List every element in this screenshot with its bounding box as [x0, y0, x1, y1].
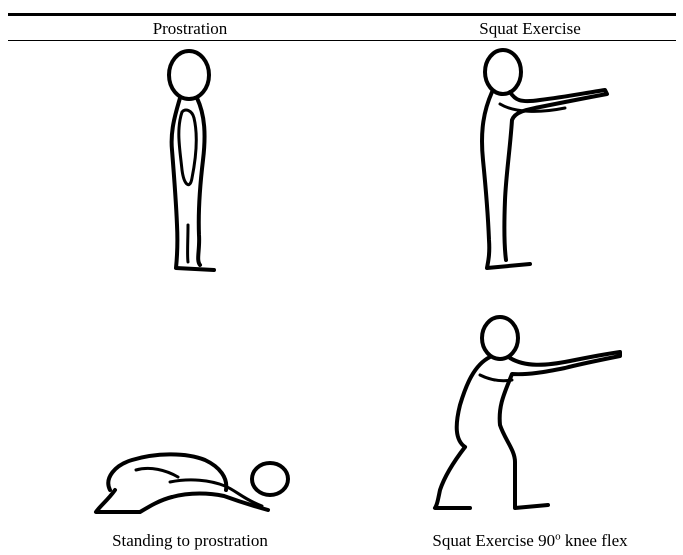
squat-90-degree-figure	[435, 317, 620, 508]
standing-figure	[169, 51, 214, 270]
caption-squat-main: Squat Exercise 90	[432, 531, 555, 550]
prostration-figure	[96, 454, 288, 512]
caption-squat-tail: knee flex	[561, 531, 628, 550]
caption-standing-to-prostration: Standing to prostration	[30, 531, 350, 551]
squat-standing-arms-forward-figure	[482, 50, 607, 268]
caption-squat-90-knee-flex: Squat Exercise 90o knee flex	[370, 531, 683, 551]
